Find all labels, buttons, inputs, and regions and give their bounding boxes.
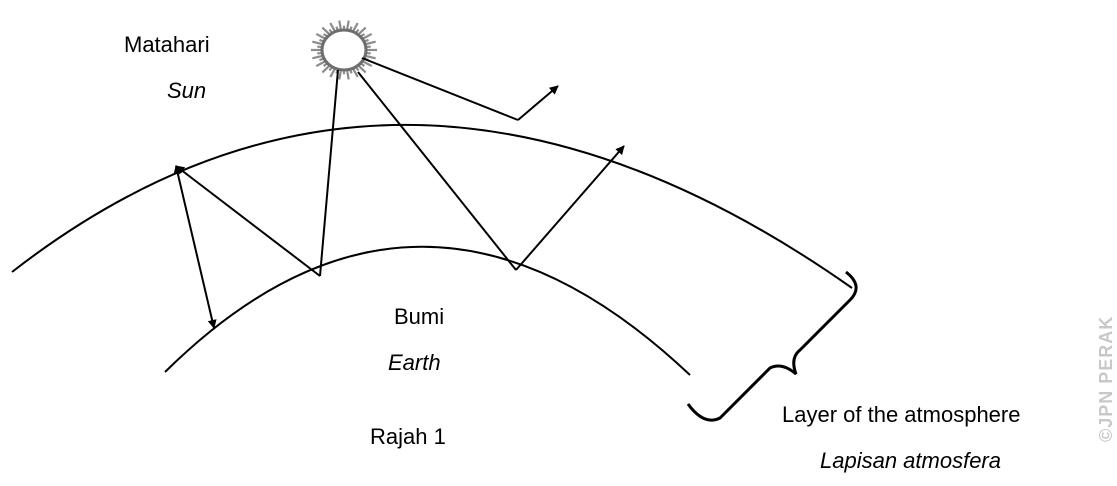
atmosphere-label-en: Layer of the atmosphere (782, 402, 1020, 428)
sun-label-ms: Matahari (124, 32, 210, 58)
sun-ray-to-earth-2 (358, 72, 516, 270)
sun-ray-to-atmosphere (362, 58, 518, 120)
reflected-ray-3 (516, 146, 624, 270)
figure-caption: Rajah 1 (370, 424, 446, 450)
earth-label-ms: Bumi (394, 304, 444, 330)
atmosphere-label-ms: Lapisan atmosfera (820, 448, 1001, 474)
escaping-ray (518, 86, 558, 120)
atmosphere-layer-brace (688, 272, 856, 420)
sun-ray-to-earth-1 (320, 70, 338, 276)
sun-icon (311, 21, 377, 80)
atmosphere-outer-boundary (12, 125, 852, 288)
earth-label-en: Earth (388, 350, 441, 376)
watermark: ©JPN PERAK (1096, 316, 1117, 442)
sun-label-en: Sun (167, 78, 206, 104)
